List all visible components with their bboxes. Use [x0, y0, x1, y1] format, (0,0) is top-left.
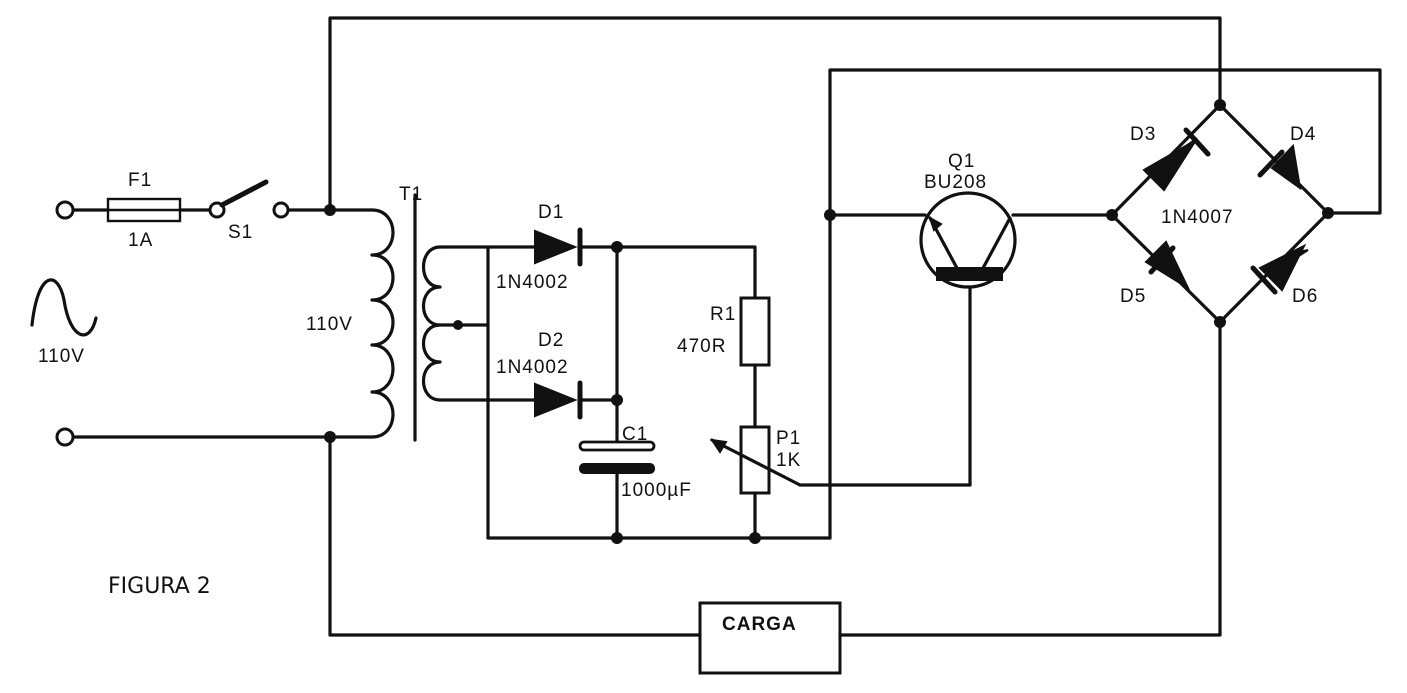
fuse-ref: F1 [128, 170, 152, 191]
transformer-ref: T1 [399, 184, 423, 205]
potentiometer-p1 [739, 425, 771, 495]
switch-contact [272, 201, 290, 219]
figure-label: FIGURA 2 [108, 574, 211, 599]
d2-part: 1N4002 [496, 357, 569, 378]
d1-part: 1N4002 [496, 272, 569, 293]
r1-ref: R1 [710, 304, 736, 325]
d5-ref: D5 [1120, 286, 1146, 307]
p1-value: 1K [776, 450, 801, 471]
bridge-part: 1N4007 [1161, 207, 1234, 228]
wiring [71, 16, 1382, 637]
transistor-q1 [919, 191, 1017, 289]
load-label: CARGA [722, 614, 797, 635]
source-voltage-label: 110V [38, 346, 85, 367]
terminal-bottom-left [55, 427, 75, 447]
q1-part: BU208 [924, 172, 987, 193]
d3-ref: D3 [1130, 124, 1156, 145]
fuse-value: 1A [128, 230, 153, 251]
q1-ref: Q1 [948, 151, 975, 172]
load-box [698, 601, 842, 675]
input-terminals [55, 200, 290, 447]
switch-lever [219, 179, 269, 208]
r1-value: 470R [677, 336, 726, 357]
terminal-top-left [55, 200, 75, 220]
bridge-rectifier [1142, 127, 1309, 295]
d4-ref: D4 [1290, 124, 1316, 145]
resistor-r1 [739, 296, 771, 367]
diode-d2 [534, 380, 583, 420]
capacitor-c1 [578, 440, 656, 474]
c1-value: 1000µF [621, 480, 692, 501]
p1-ref: P1 [776, 428, 801, 449]
junction-dots [324, 99, 1334, 544]
diode-d1 [534, 227, 583, 267]
transformer-primary-voltage: 110V [306, 314, 353, 335]
switch-ref: S1 [228, 222, 253, 243]
potentiometer-wiper [710, 438, 802, 487]
d6-ref: D6 [1292, 286, 1318, 307]
d2-ref: D2 [538, 330, 564, 351]
transformer-t1 [370, 193, 460, 442]
d1-ref: D1 [538, 202, 564, 223]
c1-ref: C1 [622, 424, 648, 445]
ac-source-icon [30, 278, 98, 337]
